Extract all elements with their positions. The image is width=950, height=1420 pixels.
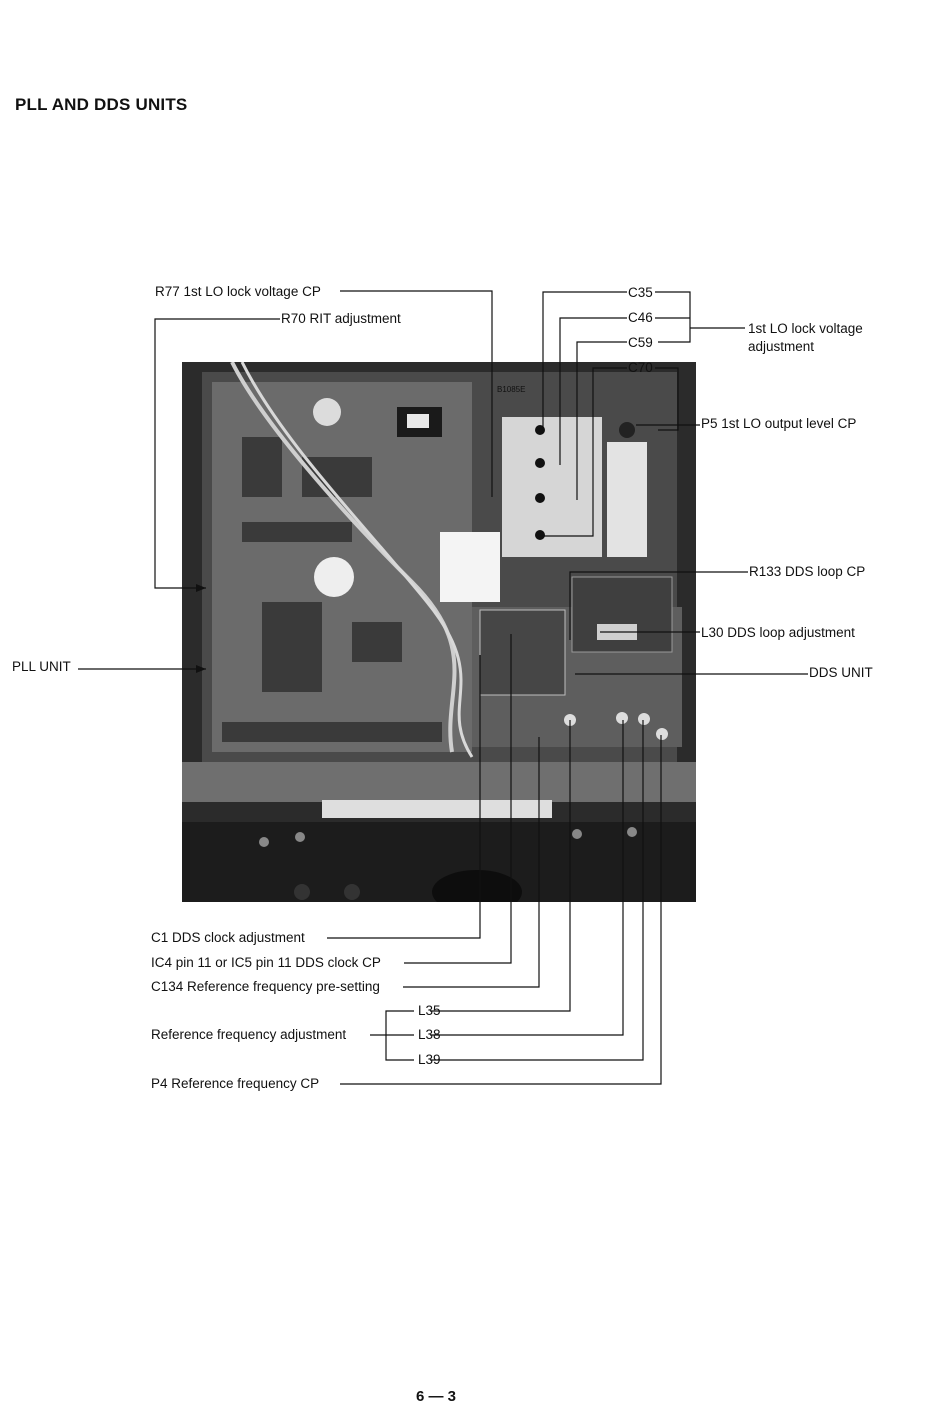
label-lo-lock-line2: adjustment xyxy=(748,339,815,354)
label-c46: C46 xyxy=(628,310,653,325)
page-number: 6 — 3 xyxy=(416,1388,457,1405)
label-l38: L38 xyxy=(418,1027,441,1042)
label-l30: L30 DDS loop adjustment xyxy=(701,625,855,640)
board-marking: B1085E xyxy=(497,385,525,394)
label-l35: L35 xyxy=(418,1003,441,1018)
label-p5: P5 1st LO output level CP xyxy=(701,416,857,431)
label-dds-unit: DDS UNIT xyxy=(809,665,873,680)
label-c35: C35 xyxy=(628,285,653,300)
label-c59: C59 xyxy=(628,335,653,350)
label-r77: R77 1st LO lock voltage CP xyxy=(155,284,321,299)
label-pll-unit: PLL UNIT xyxy=(12,659,71,674)
radio-interior-photo: B1085E xyxy=(182,362,696,902)
page-title: PLL AND DDS UNITS xyxy=(15,95,188,114)
label-c1: C1 DDS clock adjustment xyxy=(151,930,305,945)
label-p4: P4 Reference frequency CP xyxy=(151,1076,320,1091)
label-r133: R133 DDS loop CP xyxy=(749,564,866,579)
label-r70: R70 RIT adjustment xyxy=(281,311,401,326)
label-c70: C70 xyxy=(628,360,653,375)
label-ref-adj: Reference frequency adjustment xyxy=(151,1027,347,1042)
label-c134: C134 Reference frequency pre-setting xyxy=(151,979,380,994)
label-ic4: IC4 pin 11 or IC5 pin 11 DDS clock CP xyxy=(151,955,381,970)
label-l39: L39 xyxy=(418,1052,441,1067)
label-lo-lock-line1: 1st LO lock voltage xyxy=(748,321,863,336)
